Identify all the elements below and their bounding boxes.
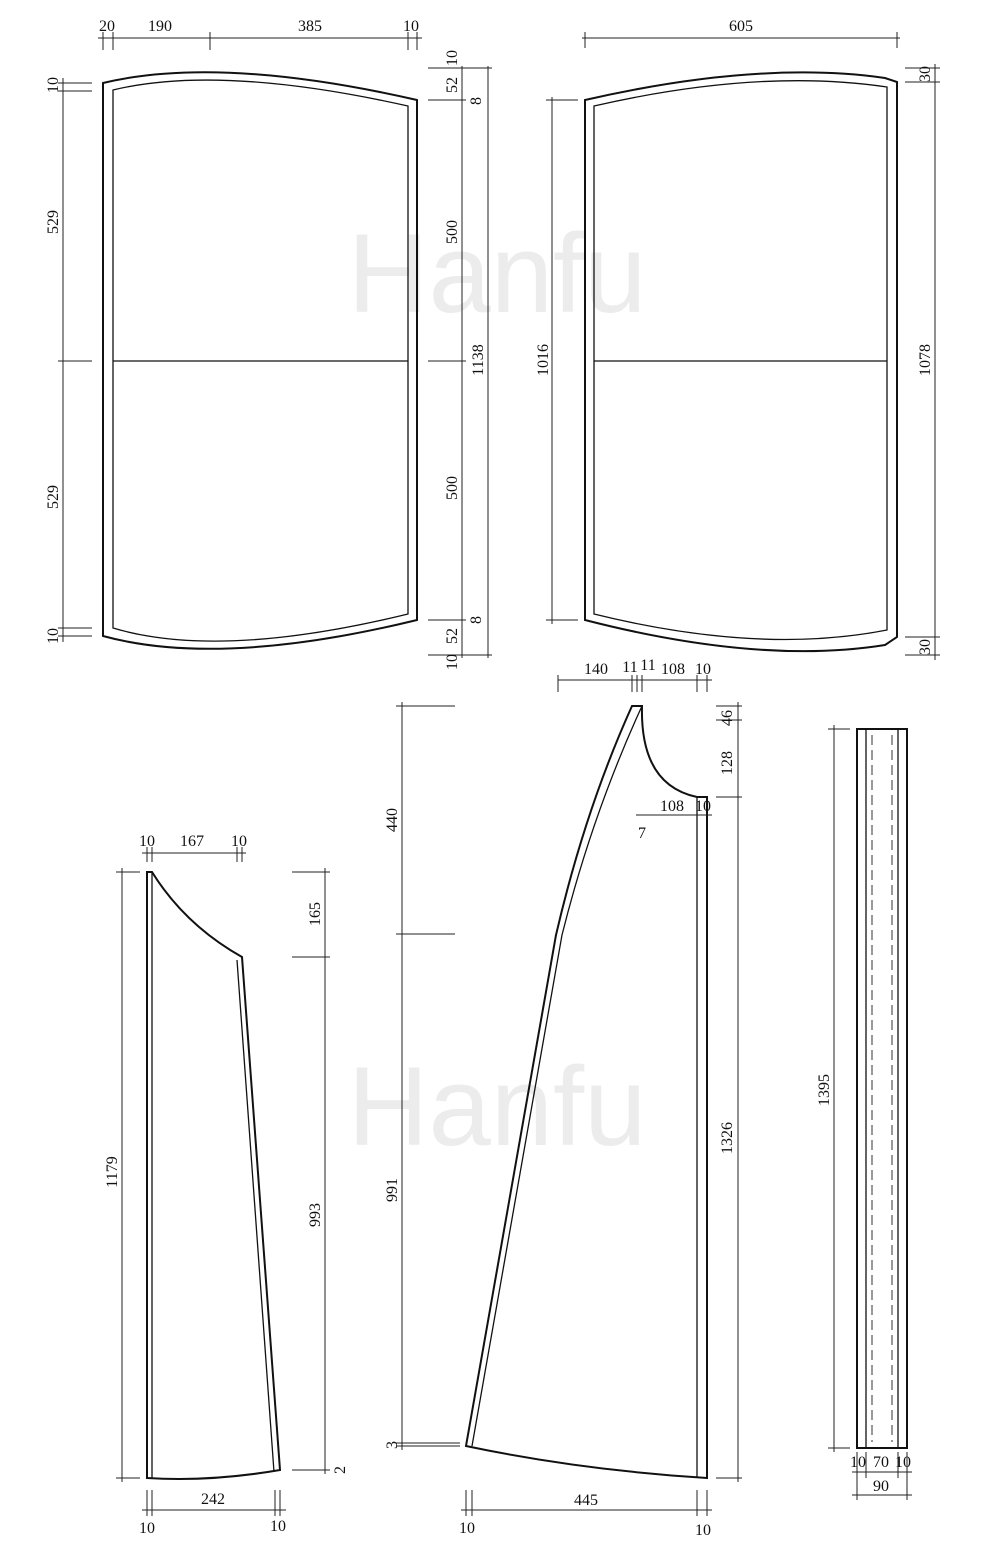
watermark-bottom: Hanfu [348,1044,647,1169]
dim-label: 190 [148,18,172,35]
dim-label: 30 [917,66,934,82]
dim-label: 440 [384,808,401,832]
dim-label: 46 [719,710,736,726]
dim-label: 10 [695,661,711,678]
dim-label: 140 [584,661,608,678]
dim-label: 445 [574,1492,598,1509]
dim-label: 242 [201,1491,225,1508]
dim-label: 90 [873,1478,889,1495]
back-panel-dimensions: 605 1016 1078 30 30 [535,18,940,660]
dim-label: 52 [444,628,461,644]
dim-label: 10 [444,50,461,66]
dim-label: 1138 [470,344,487,375]
dim-label: 529 [45,210,62,234]
dim-label: 10 [139,833,155,850]
dim-label: 1179 [104,1156,121,1187]
dim-label: 1016 [535,344,552,376]
dim-label: 165 [307,902,324,926]
dim-label: 10 [45,77,62,93]
dim-label: 10 [850,1454,866,1471]
dim-label: 605 [729,18,753,35]
dim-label: 10 [403,18,419,35]
main-piece-dimensions: 108 140 11 11 10 46 128 1326 108 10 7 44… [384,657,742,1539]
back-panel [584,71,898,653]
dim-label: 20 [99,18,115,35]
dim-label: 1078 [917,344,934,376]
dim-label: 10 [695,798,711,815]
dim-label: 10 [459,1520,475,1537]
front-panel-dimensions: 20 190 385 10 10 529 529 10 10 52 8 500 … [45,18,492,670]
dim-label: 500 [444,476,461,500]
dim-label: 385 [298,18,322,35]
dim-label: 10 [45,628,62,644]
main-piece [464,705,708,1480]
dim-label: 993 [307,1203,324,1227]
dim-label: 10 [231,833,247,850]
dim-label: 1395 [816,1074,833,1106]
dim-label: 10 [270,1518,286,1535]
watermark-top: Hanfu [348,211,647,336]
dim-label: 991 [384,1178,401,1202]
dim-label: 108 [661,661,685,678]
dim-label: 529 [45,485,62,509]
dim-label: 8 [468,616,485,624]
dim-label: 1326 [719,1122,736,1154]
side-piece-dimensions: 10 167 10 1179 165 993 2 242 10 10 [104,833,349,1537]
dim-label: 500 [444,220,461,244]
dim-label: 52 [444,77,461,93]
dim-label: 167 [180,833,204,850]
dim-label: 11 [622,659,637,676]
dim-label: 10 [895,1454,911,1471]
dim-label: 10 [444,654,461,670]
dim-label: 2 [332,1466,349,1474]
dim-label: 10 [695,1522,711,1539]
side-piece [146,871,282,1480]
dim-label: 108 [660,798,684,815]
dim-label: 7 [638,825,646,842]
dim-label: 11 [640,657,655,674]
dim-label: 128 [719,751,736,775]
collar-strip-dimensions: 1395 10 70 10 90 [816,725,912,1500]
front-panel [102,71,418,650]
collar-strip [856,728,908,1449]
dim-label: 8 [468,97,485,105]
dim-label: 3 [384,1441,401,1449]
dim-label: 30 [917,639,934,655]
dim-label: 70 [873,1454,889,1471]
dim-label: 10 [139,1520,155,1537]
